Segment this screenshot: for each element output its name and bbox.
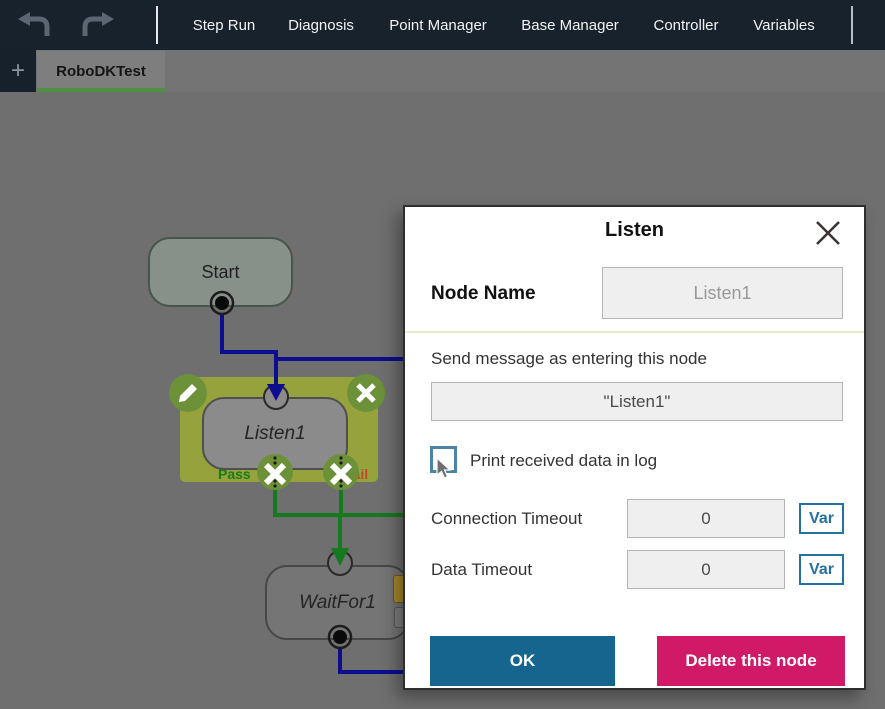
- print-log-checkbox[interactable]: [430, 446, 457, 473]
- node-start-label: Start: [201, 261, 240, 282]
- undo-button[interactable]: [8, 5, 60, 45]
- dialog-close-button[interactable]: [808, 213, 848, 253]
- tab-bar: + RoboDKTest: [0, 50, 885, 92]
- node-waitfor1-label: WaitFor1: [299, 591, 376, 613]
- ok-button[interactable]: OK: [430, 636, 615, 686]
- menu-variables[interactable]: Variables: [753, 16, 815, 34]
- redo-icon: [82, 12, 114, 36]
- menu-step-run[interactable]: Step Run: [192, 16, 256, 34]
- connection-timeout-input[interactable]: [627, 499, 785, 538]
- disconnect-icon: [329, 456, 353, 488]
- disconnect-icon: [263, 456, 287, 488]
- print-log-label: Print received data in log: [470, 451, 658, 470]
- pencil-icon: [179, 384, 197, 402]
- dialog-divider: [405, 331, 864, 333]
- connection-timeout-label: Connection Timeout: [431, 509, 583, 528]
- deselect-node-button[interactable]: [347, 374, 385, 412]
- node-waitfor1[interactable]: WaitFor1: [265, 565, 410, 640]
- fail-port-disconnect-button[interactable]: [323, 454, 359, 490]
- tab-label: RoboDKTest: [56, 63, 146, 80]
- delete-node-button[interactable]: Delete this node: [657, 636, 845, 686]
- node-start[interactable]: Start: [148, 237, 293, 307]
- node-name-input[interactable]: [602, 267, 843, 319]
- new-tab-button[interactable]: +: [0, 50, 36, 92]
- dialog-title: Listen: [605, 219, 664, 241]
- wire-start-to-listen: [220, 314, 278, 386]
- send-message-label: Send message as entering this node: [431, 349, 707, 368]
- menu-point-manager[interactable]: Point Manager: [389, 16, 487, 34]
- data-timeout-var-button[interactable]: Var: [799, 554, 844, 585]
- node-name-label: Node Name: [431, 283, 536, 304]
- toolbar-divider-left: [156, 6, 158, 44]
- listen-node-dialog: Listen Node Name Send message as enterin…: [403, 205, 866, 690]
- data-timeout-input[interactable]: [627, 550, 785, 589]
- edit-node-button[interactable]: [169, 374, 207, 412]
- toolbar-divider-right: [851, 6, 853, 44]
- undo-icon: [18, 12, 50, 36]
- menu-base-manager[interactable]: Base Manager: [521, 16, 619, 34]
- pass-port-disconnect-button[interactable]: [257, 454, 293, 490]
- pass-port-label: Pass: [218, 466, 251, 482]
- wire-arrow-into-waitfor: [331, 548, 349, 566]
- connection-timeout-var-button[interactable]: Var: [799, 503, 844, 534]
- active-tab-indicator: [37, 88, 165, 92]
- tab-robodktest[interactable]: RoboDKTest: [37, 51, 165, 92]
- menu-controller[interactable]: Controller: [653, 16, 719, 34]
- menu-diagnosis[interactable]: Diagnosis: [288, 16, 354, 34]
- redo-button[interactable]: [72, 5, 124, 45]
- node-listen1-label: Listen1: [244, 422, 306, 444]
- wire-arrowhead-overlay: [331, 548, 349, 566]
- wire-waitfor-out: [338, 648, 412, 674]
- data-timeout-label: Data Timeout: [431, 560, 533, 579]
- close-icon: [356, 383, 376, 403]
- send-message-input[interactable]: [431, 382, 843, 421]
- toolbar: Step Run Diagnosis Point Manager Base Ma…: [0, 0, 885, 50]
- close-icon: [816, 221, 840, 245]
